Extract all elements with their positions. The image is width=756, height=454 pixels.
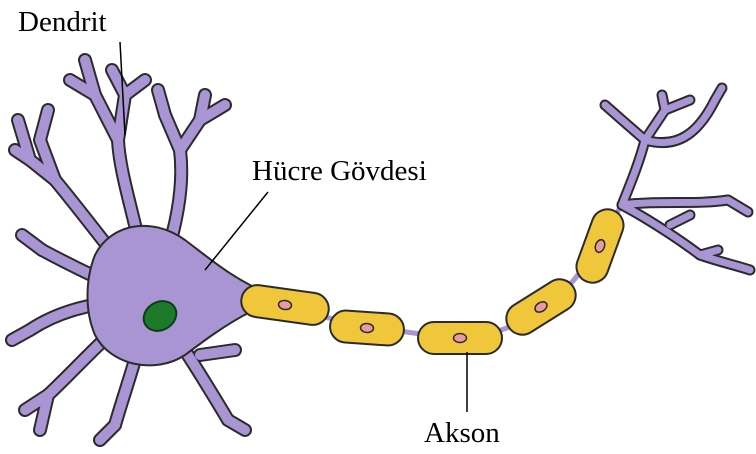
dendrite-label: Dendrit xyxy=(18,8,107,37)
cell-body-label: Hücre Gövdesi xyxy=(252,157,427,186)
axon-label: Akson xyxy=(424,419,500,448)
axon-terminals xyxy=(605,88,750,270)
myelin-sheath xyxy=(239,205,628,354)
cell-body-leader-line xyxy=(205,192,268,270)
